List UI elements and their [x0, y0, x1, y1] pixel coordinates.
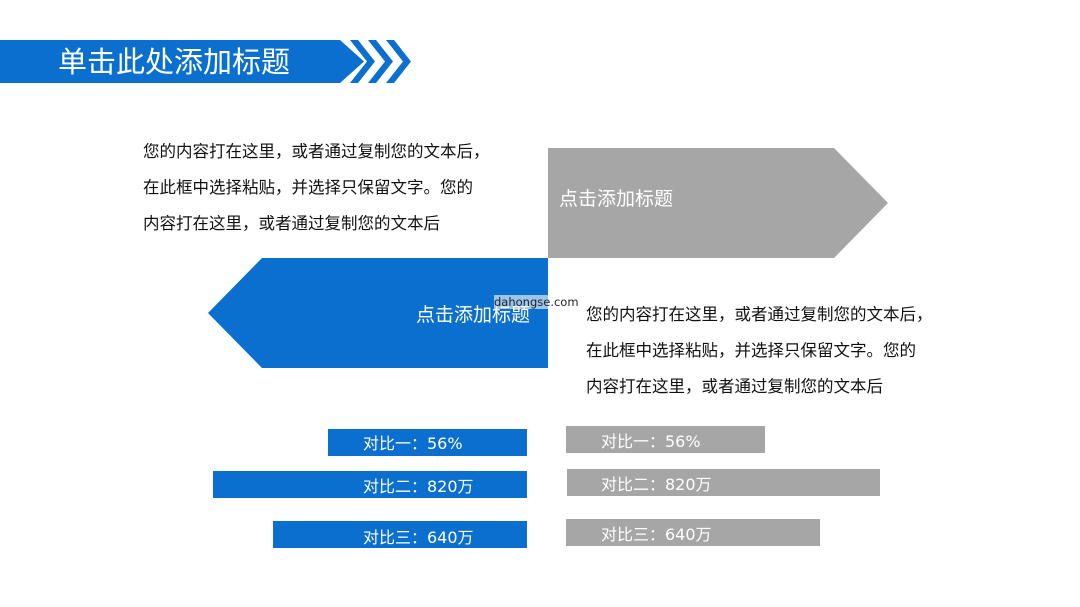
comparison-bar-right-2[interactable]	[567, 469, 880, 496]
comparison-bar-right-3[interactable]	[566, 519, 820, 546]
comparison-bar-left-1[interactable]	[328, 429, 527, 456]
arrow-title-blue[interactable]: 点击添加标题	[416, 304, 531, 326]
arrow-shape-blue[interactable]	[208, 258, 548, 368]
arrow-title-gray[interactable]: 点击添加标题	[559, 188, 674, 210]
comparison-label-right-1: 对比一：56%	[601, 432, 701, 451]
comparison-label-right-3: 对比三：640万	[601, 525, 712, 544]
comparison-label-right-2: 对比二：820万	[601, 475, 712, 494]
text-line: 内容打在这里，或者通过复制您的文本后	[586, 377, 883, 396]
title-banner	[0, 40, 364, 83]
text-block-top-left[interactable]: 您的内容打在这里，或者通过复制您的文本后， 在此框中选择粘贴，并选择只保留文字。…	[143, 134, 490, 242]
page-title[interactable]: 单击此处添加标题	[58, 45, 291, 79]
text-line: 在此框中选择粘贴，并选择只保留文字。您的	[143, 178, 473, 197]
text-block-middle-right[interactable]: 您的内容打在这里，或者通过复制您的文本后， 在此框中选择粘贴，并选择只保留文字。…	[586, 297, 933, 405]
comparison-label-left-1: 对比一：56%	[363, 434, 463, 453]
comparison-bar-right-1[interactable]	[566, 426, 765, 453]
arrow-shape-gray[interactable]	[548, 148, 888, 258]
comparison-bar-left-2[interactable]	[213, 471, 527, 498]
comparison-label-left-3: 对比三：640万	[363, 528, 474, 547]
text-line: 在此框中选择粘贴，并选择只保留文字。您的	[586, 341, 916, 360]
text-line: 您的内容打在这里，或者通过复制您的文本后，	[143, 142, 490, 161]
text-line: 内容打在这里，或者通过复制您的文本后	[143, 214, 440, 233]
text-line: 您的内容打在这里，或者通过复制您的文本后，	[586, 305, 933, 324]
watermark: dahongse.com	[494, 295, 579, 309]
comparison-bar-left-3[interactable]	[273, 521, 527, 548]
comparison-label-left-2: 对比二：820万	[363, 477, 474, 496]
